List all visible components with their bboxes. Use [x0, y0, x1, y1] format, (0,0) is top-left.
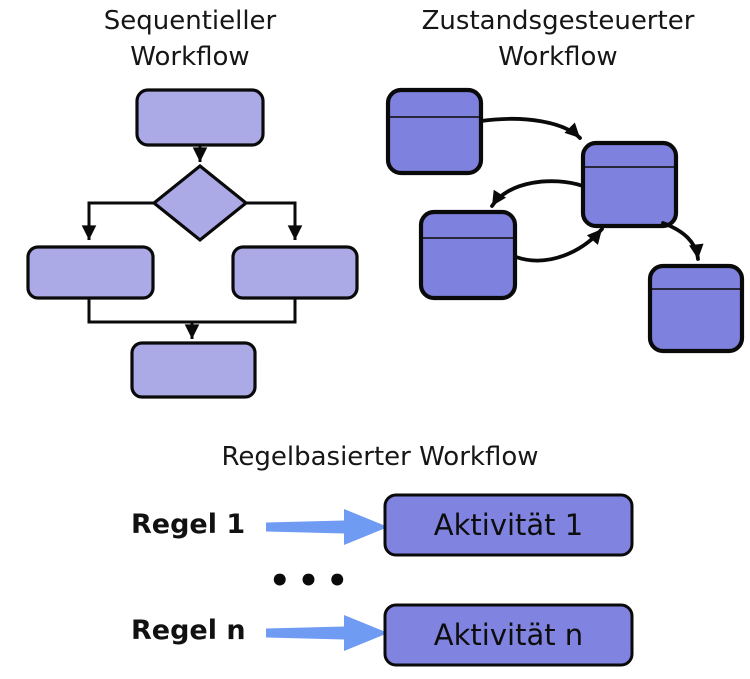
process-box-start: [135, 88, 265, 147]
state-box-d: [647, 263, 745, 354]
activity-box-n: [383, 603, 634, 667]
rule-based-workflow: [266, 493, 634, 667]
transition-arrow-c-to-b: [514, 227, 604, 263]
state-workflow-title: Zustandsgesteuerter Workflow: [421, 6, 695, 72]
rule-workflow-title: Regelbasierter Workflow: [221, 442, 539, 472]
activity-box-1: [383, 493, 634, 557]
activity-label-1: Aktivität 1: [433, 508, 584, 542]
transition-arrow-b-to-c: [490, 179, 585, 208]
rule-label-1: Regel 1: [131, 509, 246, 540]
process-box-left: [26, 245, 155, 300]
flow-arrow-left-branch: [81, 201, 154, 240]
transition-arrow-b-to-d: [661, 221, 704, 261]
rule-arrow-n: [266, 615, 388, 651]
decision-diamond: [151, 163, 249, 243]
ellipsis-dots: •••: [268, 561, 356, 601]
rule-arrow-1: [266, 509, 388, 545]
transition-arrow-a-to-b: [479, 117, 582, 140]
sequential-flowchart: [26, 88, 359, 399]
flow-arrow-right-branch: [246, 201, 303, 240]
flow-join-line: [87, 298, 297, 324]
state-box-c: [418, 209, 518, 301]
rule-label-n: Regel n: [131, 615, 246, 646]
state-diagram: [385, 87, 745, 354]
state-box-b: [580, 140, 679, 229]
activity-label-n: Aktivität n: [433, 618, 584, 652]
process-box-end: [130, 341, 257, 399]
sequential-workflow-title: Sequentieller Workflow: [103, 6, 277, 72]
state-box-a: [385, 87, 484, 176]
process-box-right: [231, 245, 359, 300]
